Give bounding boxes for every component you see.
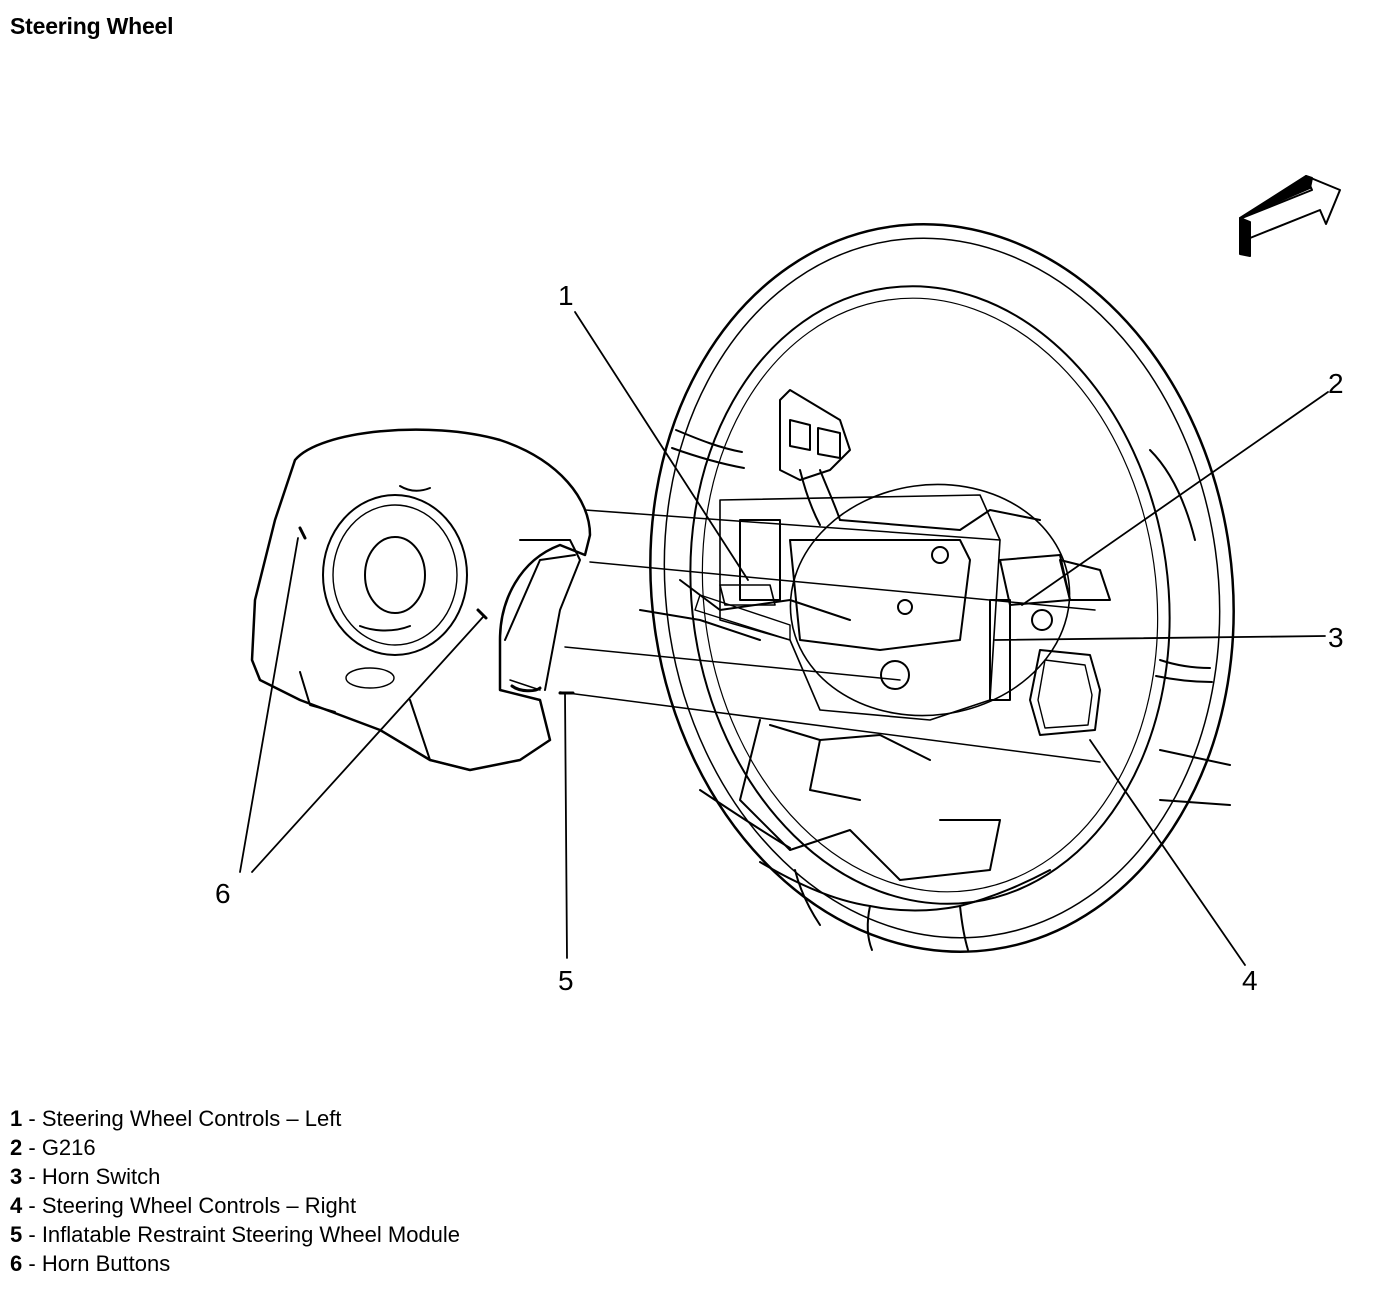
legend-number: 4 xyxy=(10,1193,23,1218)
legend-separator: - xyxy=(22,1222,42,1247)
legend-label: G216 xyxy=(41,1135,96,1160)
steering-wheel-diagram: 1 2 3 4 5 6 xyxy=(215,175,1344,996)
page-title: Steering Wheel xyxy=(10,13,174,39)
legend-separator: - xyxy=(22,1135,42,1160)
legend-item: 6 - Horn Buttons xyxy=(10,1249,460,1278)
legend-number: 5 xyxy=(10,1222,23,1247)
callout-2: 2 xyxy=(1328,368,1344,399)
legend-item: 1 - Steering Wheel Controls – Left xyxy=(10,1104,460,1133)
callout-6: 6 xyxy=(215,878,231,909)
legend-item: 3 - Horn Switch xyxy=(10,1162,460,1191)
steering-wheel xyxy=(639,223,1235,953)
legend-number: 2 xyxy=(10,1135,23,1160)
callout-3: 3 xyxy=(1328,622,1344,653)
airbag-module xyxy=(250,428,592,772)
legend-number: 6 xyxy=(10,1251,23,1276)
legend: 1 - Steering Wheel Controls – Left 2 - G… xyxy=(10,1104,460,1278)
legend-separator: - xyxy=(22,1106,42,1131)
legend-label: Steering Wheel Controls – Right xyxy=(41,1193,357,1218)
legend-separator: - xyxy=(22,1164,42,1189)
legend-number: 1 xyxy=(10,1106,23,1131)
callout-1: 1 xyxy=(558,280,574,311)
legend-number: 3 xyxy=(10,1164,23,1189)
legend-item: 4 - Steering Wheel Controls – Right xyxy=(10,1191,460,1220)
legend-separator: - xyxy=(22,1193,42,1218)
legend-label: Horn Switch xyxy=(41,1164,161,1189)
assembly-guide-lines xyxy=(559,509,1101,763)
legend-label: Horn Buttons xyxy=(41,1251,171,1276)
legend-item: 5 - Inflatable Restraint Steering Wheel … xyxy=(10,1220,460,1249)
callout-leaders xyxy=(239,311,1329,966)
callout-labels: 1 2 3 4 5 6 xyxy=(215,280,1344,996)
legend-item: 2 - G216 xyxy=(10,1133,460,1162)
legend-label: Steering Wheel Controls – Left xyxy=(41,1106,342,1131)
legend-separator: - xyxy=(22,1251,42,1276)
callout-4: 4 xyxy=(1242,965,1258,996)
legend-label: Inflatable Restraint Steering Wheel Modu… xyxy=(41,1222,461,1247)
direction-arrow-icon xyxy=(1239,175,1341,257)
callout-5: 5 xyxy=(558,965,574,996)
